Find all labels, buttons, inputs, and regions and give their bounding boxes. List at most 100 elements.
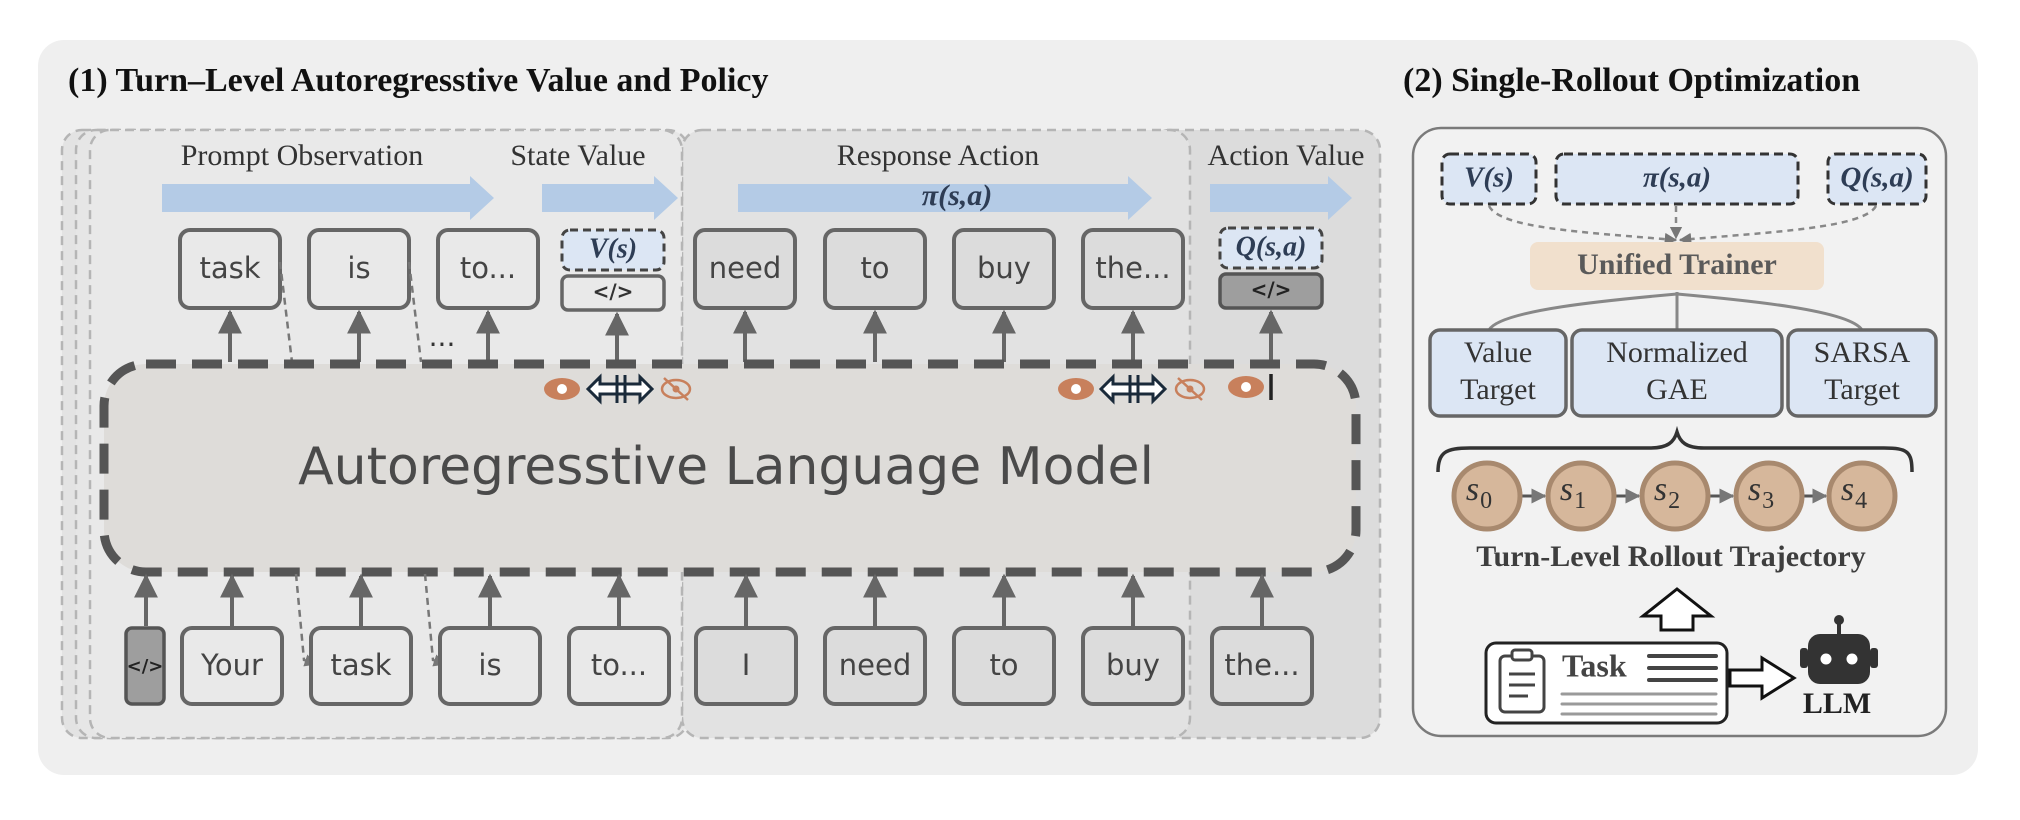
output-token: [1081, 228, 1185, 310]
trainer-input-text: V(s): [1464, 162, 1514, 194]
eye-icon: [1058, 378, 1094, 400]
input-token-text: the...: [1224, 648, 1299, 682]
action-value-label: Action Value: [1208, 139, 1365, 172]
output-token-text: to...: [460, 251, 516, 285]
action-value-head: [1218, 226, 1324, 270]
trajectory-brace: [1436, 425, 1914, 473]
target-line2: GAE: [1646, 373, 1708, 406]
output-token: [436, 228, 540, 310]
state-base: s: [1841, 471, 1854, 508]
state-value-head-text: V(s): [589, 233, 637, 264]
input-token-text: buy: [1106, 648, 1160, 682]
output-token-text: task: [199, 251, 260, 285]
state-end-tag-text: </>: [593, 280, 634, 304]
output-token: [952, 228, 1056, 310]
trainer-input-box: [1554, 152, 1800, 206]
input-token: [1081, 626, 1185, 706]
section1-title: (1) Turn–Level Autoregresstive Value and…: [68, 62, 769, 99]
output-token: [693, 228, 797, 310]
prompt-observation-label: Prompt Observation: [181, 139, 423, 172]
input-token-text: to: [989, 648, 1018, 682]
state-subscript: 1: [1574, 488, 1586, 514]
state-base: s: [1466, 471, 1479, 508]
clipboard-icon: [1498, 648, 1546, 714]
target-box: [1570, 328, 1784, 418]
llm-label: LLM: [1803, 687, 1871, 720]
language-model-label: Autoregresstive Language Model: [298, 437, 1154, 497]
trainer-inputs: V(s)π(s,a)Q(s,a): [1440, 152, 1928, 206]
input-start-tag: [124, 626, 166, 706]
input-token: [694, 626, 798, 706]
feedback-dashes-bottom: [294, 573, 447, 667]
output-token-text: is: [347, 251, 370, 285]
trainer-input-box: [1826, 152, 1928, 206]
input-token: [952, 626, 1056, 706]
state-node: [1639, 460, 1711, 532]
up-hollow-arrow-icon: [1638, 587, 1716, 632]
attention-icons-action: [1058, 373, 1273, 405]
input-start-tag-text: </>: [127, 656, 164, 677]
target-line2: Target: [1824, 373, 1900, 406]
input-token: [823, 626, 927, 706]
state-label: s0: [1466, 471, 1492, 514]
eye-icon: [1228, 376, 1264, 398]
state-subscript: 2: [1668, 488, 1680, 514]
target-line1: SARSA: [1814, 336, 1911, 369]
bidirectional-arrow-icon: [585, 373, 655, 405]
input-token-text: Your: [200, 648, 263, 682]
input-token: [180, 626, 284, 706]
section2-title: (2) Single-Rollout Optimization: [1403, 62, 1860, 99]
output-token-text: need: [709, 251, 781, 285]
trainer-merge-lines: [1487, 205, 1878, 246]
output-token-text: the...: [1095, 251, 1170, 285]
state-base: s: [1748, 471, 1761, 508]
bidirectional-arrow-icon: [1098, 373, 1168, 405]
prompt-flow-arrow: [162, 176, 494, 220]
task-card-title: Task: [1562, 647, 1627, 683]
state-value-label: State Value: [510, 139, 645, 172]
state-end-tag: [560, 274, 666, 312]
trajectory-label: Turn-Level Rollout Trajectory: [1476, 540, 1865, 573]
target-line1: Normalized: [1606, 336, 1748, 369]
action-flow-arrow: [1210, 176, 1352, 220]
input-token-text: task: [330, 648, 391, 682]
state-base: s: [1654, 471, 1667, 508]
input-token-text: to...: [591, 648, 647, 682]
state-label: s1: [1560, 471, 1586, 514]
state-label: s2: [1654, 471, 1680, 514]
action-value-head-text: Q(s,a): [1236, 231, 1307, 262]
action-end-tag-text: </>: [1251, 278, 1292, 302]
eye-off-icon: [660, 377, 692, 401]
state-node: [1733, 460, 1805, 532]
action-end-tag: [1218, 272, 1324, 310]
task-text-lines: [1560, 654, 1718, 716]
state-label: s3: [1748, 471, 1774, 514]
input-token-text: is: [478, 648, 501, 682]
input-token-text: I: [742, 648, 751, 682]
unified-trainer-label: Unified Trainer: [1577, 248, 1777, 281]
state-base: s: [1560, 471, 1573, 508]
state-label: s4: [1841, 471, 1867, 514]
target-line1: Value: [1464, 336, 1532, 369]
response-action-label: Response Action: [837, 139, 1040, 172]
state-subscript: 0: [1480, 488, 1492, 514]
response-flow-arrow: [738, 176, 1152, 220]
eye-icon: [544, 378, 580, 400]
attention-icons-state: [544, 373, 692, 405]
feedback-dashes-top: [278, 261, 423, 363]
language-model-box: [99, 359, 1361, 577]
trainer-input-box: [1440, 152, 1538, 206]
state-value-head: [560, 228, 666, 272]
target-line2: Target: [1460, 373, 1536, 406]
model-output-arrows: [218, 309, 1283, 362]
state-subscript: 4: [1855, 488, 1867, 514]
ellipsis: ...: [429, 320, 456, 353]
state-node: [1826, 460, 1898, 532]
trainer-branch-lines: [1487, 292, 1864, 331]
robot-icon: [1800, 615, 1878, 684]
